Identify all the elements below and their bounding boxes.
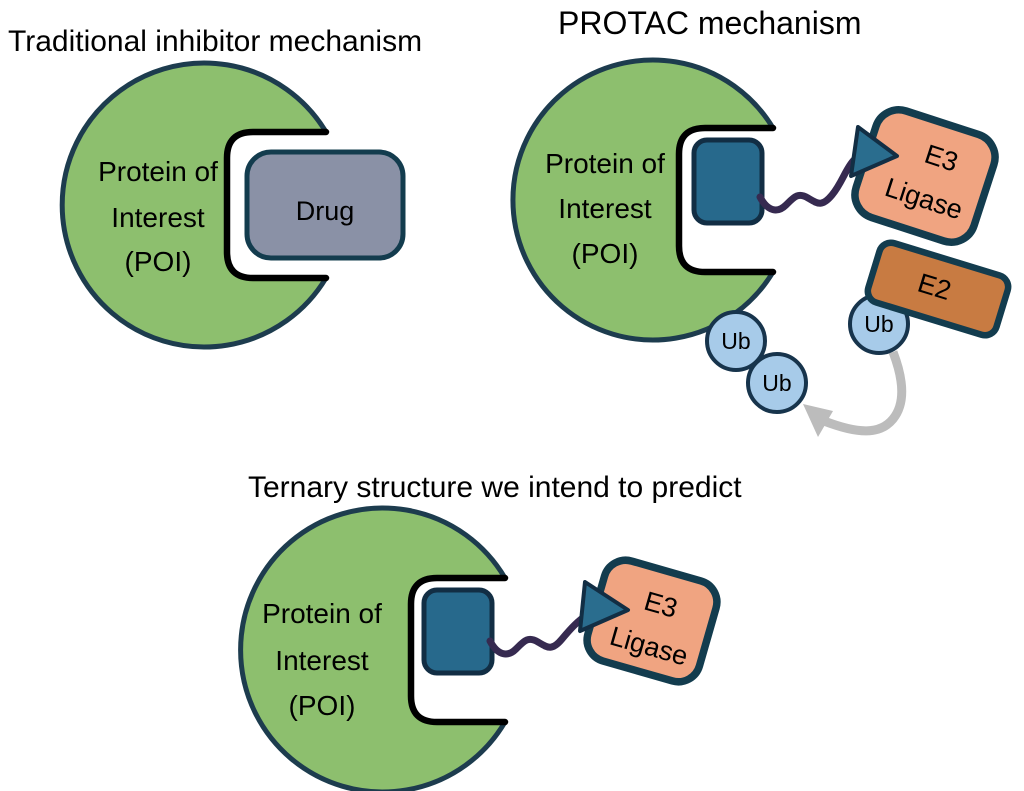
- binding-pocket-outline: [223, 128, 330, 282]
- linker-wave-icon: [756, 156, 858, 214]
- poi-outline: [238, 505, 508, 791]
- ubiquitin-transfer-arrowhead-icon: [803, 404, 833, 437]
- panel-protac: PROTAC mechanism Protein of Interest (PO…: [510, 5, 1012, 437]
- poi-label-line2: Interest: [275, 645, 369, 676]
- ubiquitin-transfer-arrow-icon: [822, 350, 907, 436]
- e3-ligase-box: [851, 106, 999, 246]
- protac-warhead-box: [691, 137, 765, 226]
- poi-label-line2: Interest: [558, 193, 652, 224]
- ub-label-1: Ub: [721, 328, 750, 354]
- poi-label-line1: Protein of: [545, 148, 665, 179]
- poi-label-line1: Protein of: [98, 156, 218, 187]
- drug-label: Drug: [296, 196, 355, 226]
- poi-label-line2: Interest: [111, 202, 205, 233]
- panel-ternary: Ternary structure we intend to predict P…: [238, 471, 742, 791]
- e3-ligase-group: E3 Ligase: [851, 106, 999, 246]
- poi-label-line1: Protein of: [262, 598, 382, 629]
- recruit-arrowhead-icon: [849, 125, 899, 178]
- protac-warhead-box: [421, 587, 495, 676]
- poi-label-line3: (POI): [125, 246, 192, 277]
- panel-traditional: Traditional inhibitor mechanism Drug Pro…: [8, 25, 422, 350]
- ub-label-2: Ub: [762, 370, 791, 396]
- ub-circle-2: [746, 352, 808, 414]
- ub-label-3: Ub: [864, 311, 893, 337]
- poi-label-line3: (POI): [572, 238, 639, 269]
- recruit-arrowhead-icon: [578, 580, 630, 633]
- poi-outline: [510, 57, 776, 343]
- binding-pocket-outline: [407, 574, 509, 726]
- drug-box: [244, 149, 406, 261]
- e2-group: E2: [864, 239, 1012, 339]
- poi-body: [62, 62, 326, 348]
- linker-wave-icon: [486, 610, 592, 658]
- e2-box: [864, 239, 1012, 339]
- binding-pocket-outline: [675, 124, 777, 276]
- panel-title-protac: PROTAC mechanism: [558, 5, 861, 41]
- poi-outline: [59, 60, 329, 350]
- poi-body: [512, 60, 773, 340]
- poi-body: [240, 508, 505, 791]
- panel-title-traditional: Traditional inhibitor mechanism: [8, 25, 422, 58]
- ub-circle-1: [705, 310, 767, 372]
- panel-title-ternary: Ternary structure we intend to predict: [248, 471, 742, 504]
- poi-label-line3: (POI): [289, 690, 356, 721]
